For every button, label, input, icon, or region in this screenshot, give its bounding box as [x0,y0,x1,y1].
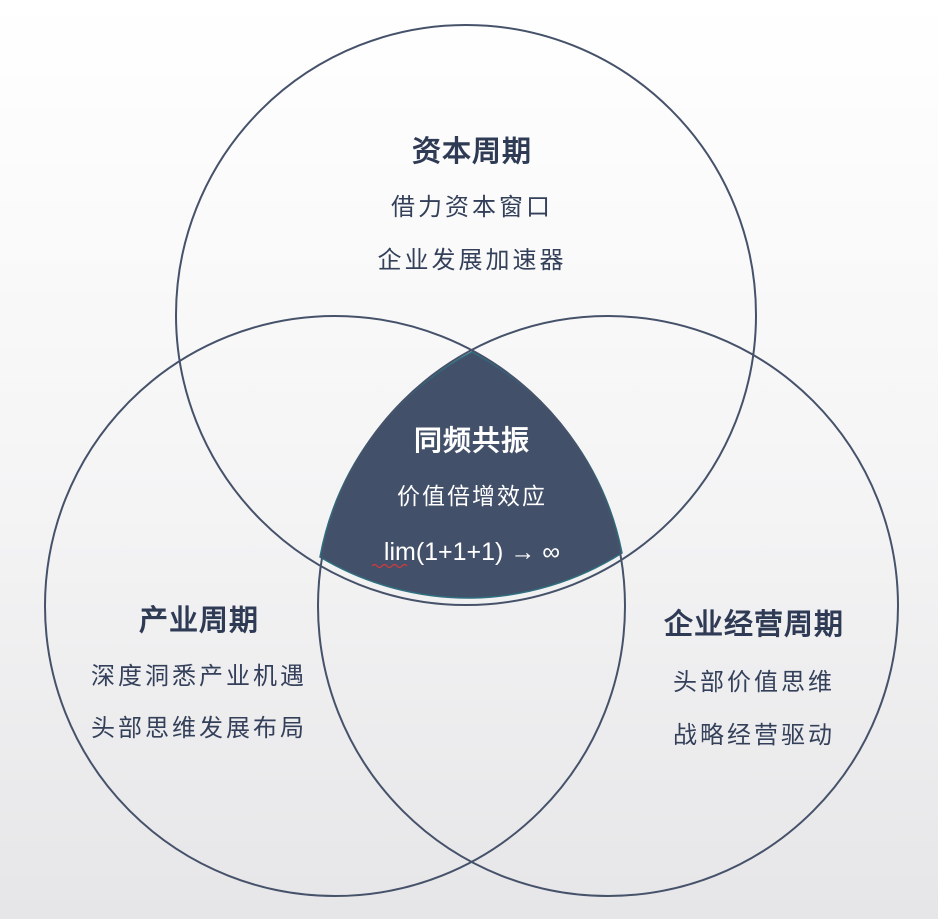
capital-cycle-circle [175,24,757,606]
industry-cycle-line-1: 深度洞悉产业机遇 [91,662,307,690]
industry-cycle-circle [44,315,626,897]
industry-cycle-title: 产业周期 [139,603,259,637]
industry-cycle-line-2: 头部思维发展布局 [91,714,307,742]
business-cycle-line-2: 战略经营驱动 [673,721,835,749]
business-cycle-title: 企业经营周期 [664,607,844,641]
business-cycle-circle [317,315,899,897]
capital-cycle-title: 资本周期 [412,134,532,168]
resonance-formula: lim(1+1+1) → ∞ [384,538,560,566]
spellcheck-squiggle [371,563,408,569]
business-cycle-line-1: 头部价值思维 [673,668,835,696]
capital-cycle-line-2: 企业发展加速器 [378,246,567,274]
resonance-title: 同频共振 [414,424,530,457]
capital-cycle-line-1: 借力资本窗口 [391,193,553,221]
resonance-line-1: 价值倍增效应 [397,484,547,510]
